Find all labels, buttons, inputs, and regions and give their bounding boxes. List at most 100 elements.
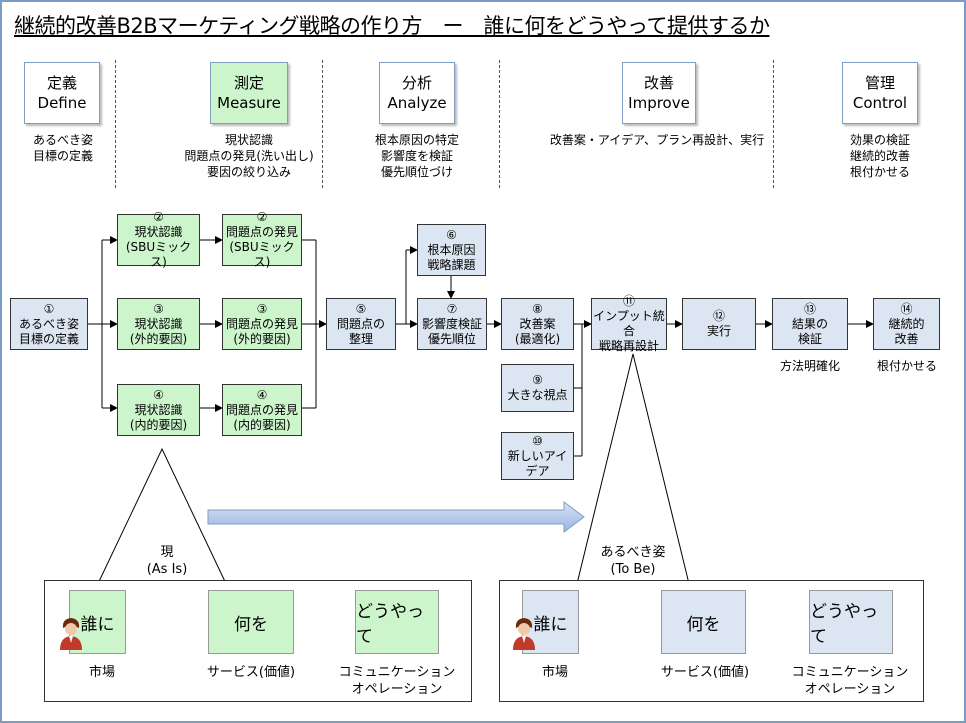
step-11-box: ⑪ インプット統合 戦略再設計 [591, 294, 667, 353]
step-line: 継続的 [888, 316, 925, 331]
as-is-how: どうやって [356, 602, 424, 647]
step-14-box: ⑭ 継続的 改善 [873, 298, 940, 350]
phase-measure-jp: 測定 [233, 74, 264, 92]
step-line: あるべき姿 [18, 316, 79, 331]
step-line: 現状認識 [134, 402, 183, 417]
phase-measure: 測定 Measure [210, 62, 288, 124]
arrow-right-icon [207, 501, 585, 533]
step-line: 目標の定義 [18, 331, 79, 346]
phase-define: 定義 Define [24, 62, 100, 124]
as-is-who-sub: 市場 [88, 665, 115, 680]
step-3b-box: ③ 問題点の発見 (外的要因) [222, 298, 302, 350]
step-line: 影響度検証 [421, 316, 482, 331]
step-line: 問題点の発見 [225, 316, 298, 331]
step-num: ⑤ [355, 301, 367, 316]
step-3a-box: ③ 現状認識 (外的要因) [117, 298, 200, 350]
phase-control-en: Control [852, 94, 908, 112]
as-is-what-box: 何を [208, 590, 294, 654]
phase-define-en: Define [37, 94, 87, 112]
to-be-how-box: どうやって [809, 590, 893, 654]
step-line: 戦略課題 [427, 257, 476, 272]
phase-separator [115, 60, 116, 188]
step-num: ⑫ [712, 309, 725, 323]
to-be-how-sub: コミュニケーション オペレーション [791, 665, 909, 697]
step-line: 根本原因 [427, 242, 476, 257]
step-line: 優先順位 [427, 331, 476, 346]
phase-analyze: 分析 Analyze [379, 62, 455, 124]
step-num: ② [153, 210, 164, 224]
step-line: 改善案 [519, 316, 556, 331]
step-8-box: ⑧ 改善案 (最適化) [501, 298, 574, 350]
step-line: 現状認識 [134, 225, 183, 239]
step-line: 問題点の発見 [225, 225, 298, 239]
as-is-who: 誰に [80, 614, 115, 635]
as-is-how-sub: コミュニケーション オペレーション [338, 665, 456, 697]
step-num: ④ [256, 387, 268, 402]
step-4a-box: ④ 現状認識 (内的要因) [117, 384, 200, 436]
step-9-box: ⑨ 大きな視点 [501, 364, 574, 412]
phase-control-jp: 管理 [864, 74, 895, 92]
page-title: 継続的改善B2Bマーケティング戦略の作り方 ー 誰に何をどうやって提供するか [14, 14, 770, 38]
phase-separator [322, 60, 323, 188]
as-is-what-sub: サービス(価値) [206, 665, 296, 680]
step-line: (最適化) [514, 331, 561, 346]
step-line: 問題点の [336, 316, 385, 331]
phase-analyze-jp: 分析 [401, 74, 432, 92]
person-icon [510, 616, 538, 650]
step-2a-box: ② 現状認識 (SBUミックス) [117, 210, 200, 269]
step-line: 戦略再設計 [598, 339, 659, 353]
step-num: ⑦ [446, 301, 458, 316]
step-line: (外的要因) [129, 331, 188, 346]
step-12-box: ⑫ 実行 [682, 298, 756, 350]
step-line: 新しいアイデア [507, 448, 568, 478]
step-4b-box: ④ 問題点の発見 (内的要因) [222, 384, 302, 436]
phase-improve-desc: 改善案・アイデア、プラン再設計、実行 [549, 133, 765, 147]
step-num: ④ [153, 387, 164, 402]
to-be-label: あるべき姿 (To Be) [600, 545, 666, 577]
step-num: ① [43, 301, 55, 316]
step-num: ③ [256, 301, 268, 316]
step-7-box: ⑦ 影響度検証 優先順位 [417, 298, 487, 350]
step-line: (内的要因) [129, 417, 188, 432]
to-be-what: 何を [686, 614, 721, 635]
step-num: ⑧ [532, 301, 543, 316]
step-num: ⑭ [900, 301, 913, 316]
step-num: ⑩ [532, 433, 543, 448]
step-13-box: ⑬ 結果の 検証 [772, 298, 848, 350]
step-line: (外的要因) [233, 331, 291, 346]
as-is-label: 現 (As Is) [146, 545, 188, 577]
step-line: インプット統合 [593, 309, 665, 338]
step-line: 検証 [797, 331, 822, 346]
step-1-box: ① あるべき姿 目標の定義 [10, 298, 88, 350]
phase-separator [499, 60, 500, 188]
to-be-how: どうやって [810, 602, 878, 647]
step-line: 改善 [894, 331, 919, 346]
step-10-box: ⑩ 新しいアイデア [501, 432, 574, 480]
step-6-box: ⑥ 根本原因 戦略課題 [417, 224, 486, 276]
step-line: 現状認識 [134, 316, 183, 331]
as-is-what: 何を [234, 614, 268, 635]
phase-improve-en: Improve [628, 94, 690, 112]
step-line: 大きな視点 [507, 388, 568, 402]
to-be-who-sub: 市場 [541, 665, 568, 680]
step-line: 結果の [791, 316, 828, 331]
phase-control-desc: 効果の検証 継続的改善 根付かせる [849, 133, 910, 179]
step-line: (内的要因) [233, 417, 291, 432]
step-5-box: ⑤ 問題点の 整理 [326, 298, 396, 350]
step-2b-box: ② 問題点の発見 (SBUミックス) [222, 210, 302, 269]
step-num: ⑪ [622, 294, 635, 308]
person-icon [57, 616, 85, 650]
phase-control: 管理 Control [842, 62, 918, 124]
to-be-what-box: 何を [661, 590, 746, 654]
step-line: (SBUミックス) [229, 240, 295, 269]
step-line: (SBUミックス) [125, 240, 192, 269]
step-line: 整理 [348, 331, 373, 346]
step-num: ② [256, 210, 268, 224]
step-14-note: 根付かせる [876, 359, 937, 373]
step-num: ③ [153, 301, 164, 316]
phase-improve-jp: 改善 [643, 74, 674, 92]
step-num: ⑬ [803, 301, 816, 316]
phase-measure-desc: 現状認識 問題点の発見(洗い出し) 要因の絞り込み [184, 133, 314, 179]
step-num: ⑨ [532, 373, 543, 387]
